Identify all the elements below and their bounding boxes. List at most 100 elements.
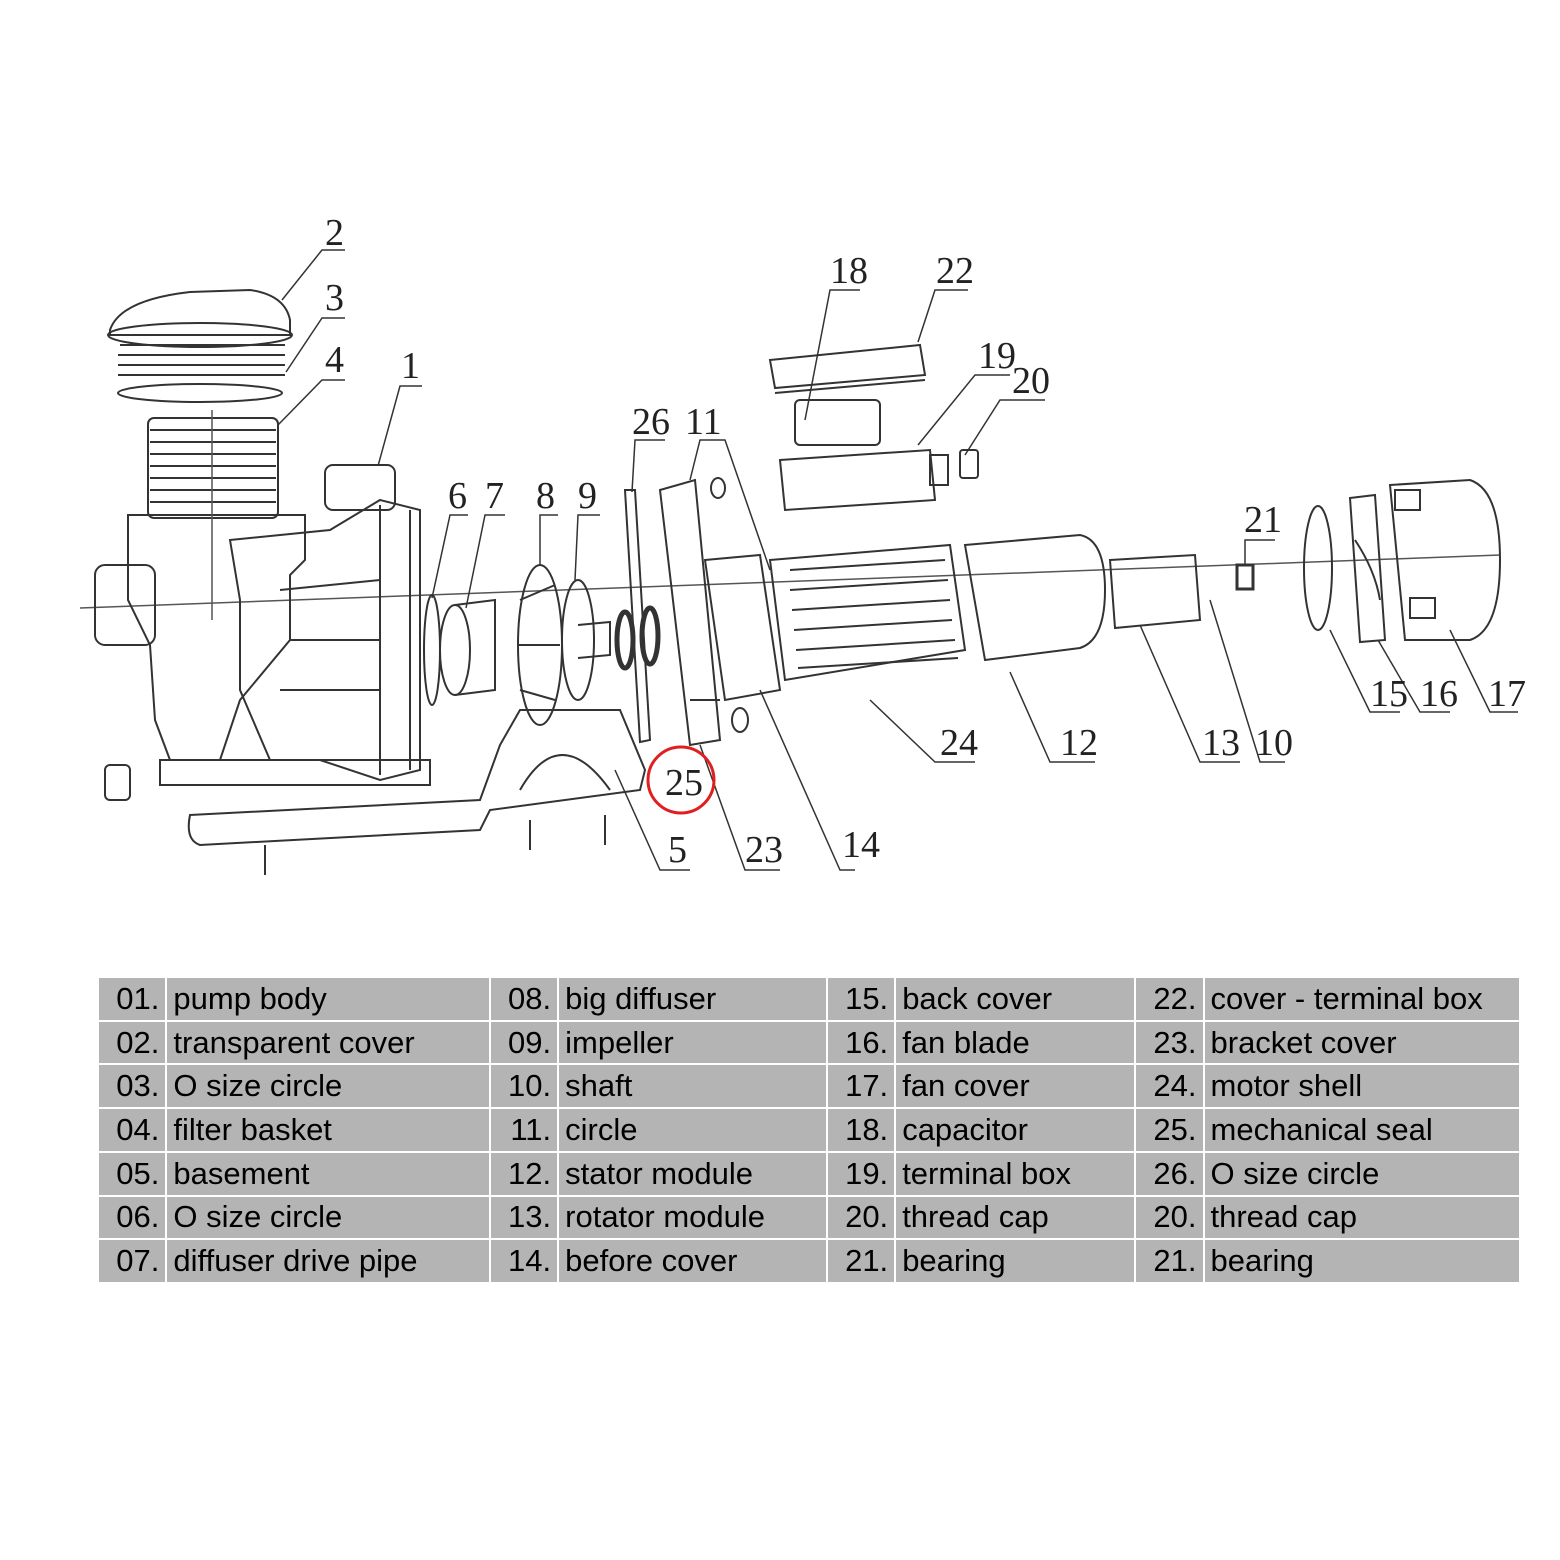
stator-module [963,533,1107,662]
part-number: 16. [827,1021,897,1066]
callout-19: 19 [978,335,1016,377]
bracket-cover [658,478,722,747]
part-number: 09. [490,1021,560,1066]
part-name: impeller [559,1021,828,1066]
callout-25: 25 [665,762,703,804]
part-number: 22. [1136,978,1205,1022]
part-name: filter basket [167,1109,491,1153]
part-number: 21. [1136,1240,1205,1284]
part-name: bearing [1204,1240,1521,1284]
mechanical-seal [614,605,661,671]
part-number: 23. [1136,1021,1205,1066]
part-number: 10. [490,1065,560,1110]
big-diffuser [517,564,563,726]
pump-body [94,464,431,801]
callout-labels: 1 2 3 4 5 6 7 8 9 10 11 12 13 14 15 16 1… [325,212,1526,871]
part-number: 06. [99,1196,168,1241]
back-cover [1303,505,1333,631]
callout-23: 23 [745,829,783,871]
part-name: bracket cover [1204,1021,1521,1066]
part-number: 08. [490,978,560,1022]
part-number: 02. [99,1021,168,1066]
part-name: cover - terminal box [1204,978,1521,1022]
part-number: 24. [1136,1065,1205,1110]
shaft-axis [79,554,1501,609]
part-name: mechanical seal [1204,1109,1521,1153]
part-name: O size circle [167,1065,491,1110]
part-name: shaft [559,1065,828,1110]
leader-lines [277,249,1518,871]
capacitor [794,399,881,446]
part-number: 18. [827,1109,897,1153]
part-number: 26. [1136,1152,1205,1197]
part-name: basement [167,1152,491,1197]
part-name: thread cap [1204,1196,1521,1241]
callout-21: 21 [1244,499,1282,541]
fan-blade [1348,493,1387,644]
part-name: fan cover [896,1065,1137,1110]
exploded-pump-diagram: 1 2 3 4 5 6 7 8 9 10 11 12 13 14 15 16 1… [79,212,1526,875]
part-number: 04. [99,1109,168,1153]
motor-shell [768,543,967,682]
part-number: 12. [490,1152,560,1197]
callout-26: 26 [632,401,670,443]
callout-1: 1 [401,345,420,387]
terminal-box [778,448,949,512]
callout-3: 3 [325,277,344,319]
filter-basket [147,410,279,620]
part-number: 25. [1136,1109,1205,1153]
part-number: 11. [490,1109,560,1153]
impeller [561,579,611,701]
part-name: before cover [559,1240,828,1284]
bearing [1235,563,1255,591]
part-name: bearing [896,1240,1137,1284]
callout-8: 8 [536,475,555,517]
part-name: rotator module [559,1196,828,1241]
callout-4: 4 [325,339,344,381]
part-number: 21. [827,1240,897,1284]
part-number: 05. [99,1152,168,1197]
part-number: 20. [1136,1196,1205,1241]
transparent-cover [107,288,293,376]
callout-22: 22 [936,250,974,292]
cover-terminal-box [768,343,927,394]
callout-13: 13 [1202,722,1240,764]
callout-5: 5 [668,829,687,871]
callout-20: 20 [1012,360,1050,402]
part-name: transparent cover [167,1021,491,1066]
highlight-circle-25 [646,745,716,815]
callout-10: 10 [1255,722,1293,764]
part-number: 07. [99,1240,168,1284]
diffuser-drive-pipe [439,598,496,696]
callout-7: 7 [485,475,504,517]
basement [187,709,647,875]
callout-17: 17 [1488,673,1526,715]
callout-2: 2 [325,212,344,254]
fan-cover [1388,478,1502,641]
part-number: 13. [490,1196,560,1241]
callout-9: 9 [578,475,597,517]
thread-cap-20 [959,449,979,479]
callout-16: 16 [1420,673,1458,715]
part-number: 03. [99,1065,168,1110]
part-name: fan blade [896,1021,1137,1066]
part-name: back cover [896,978,1137,1022]
part-name: pump body [167,978,491,1022]
callout-11: 11 [685,401,722,443]
before-cover [703,477,782,733]
callout-12: 12 [1060,722,1098,764]
callout-18: 18 [830,250,868,292]
part-name: motor shell [1204,1065,1521,1110]
callout-15: 15 [1370,673,1408,715]
part-name: thread cap [896,1196,1137,1241]
part-name: stator module [559,1152,828,1197]
callout-14: 14 [842,824,880,866]
